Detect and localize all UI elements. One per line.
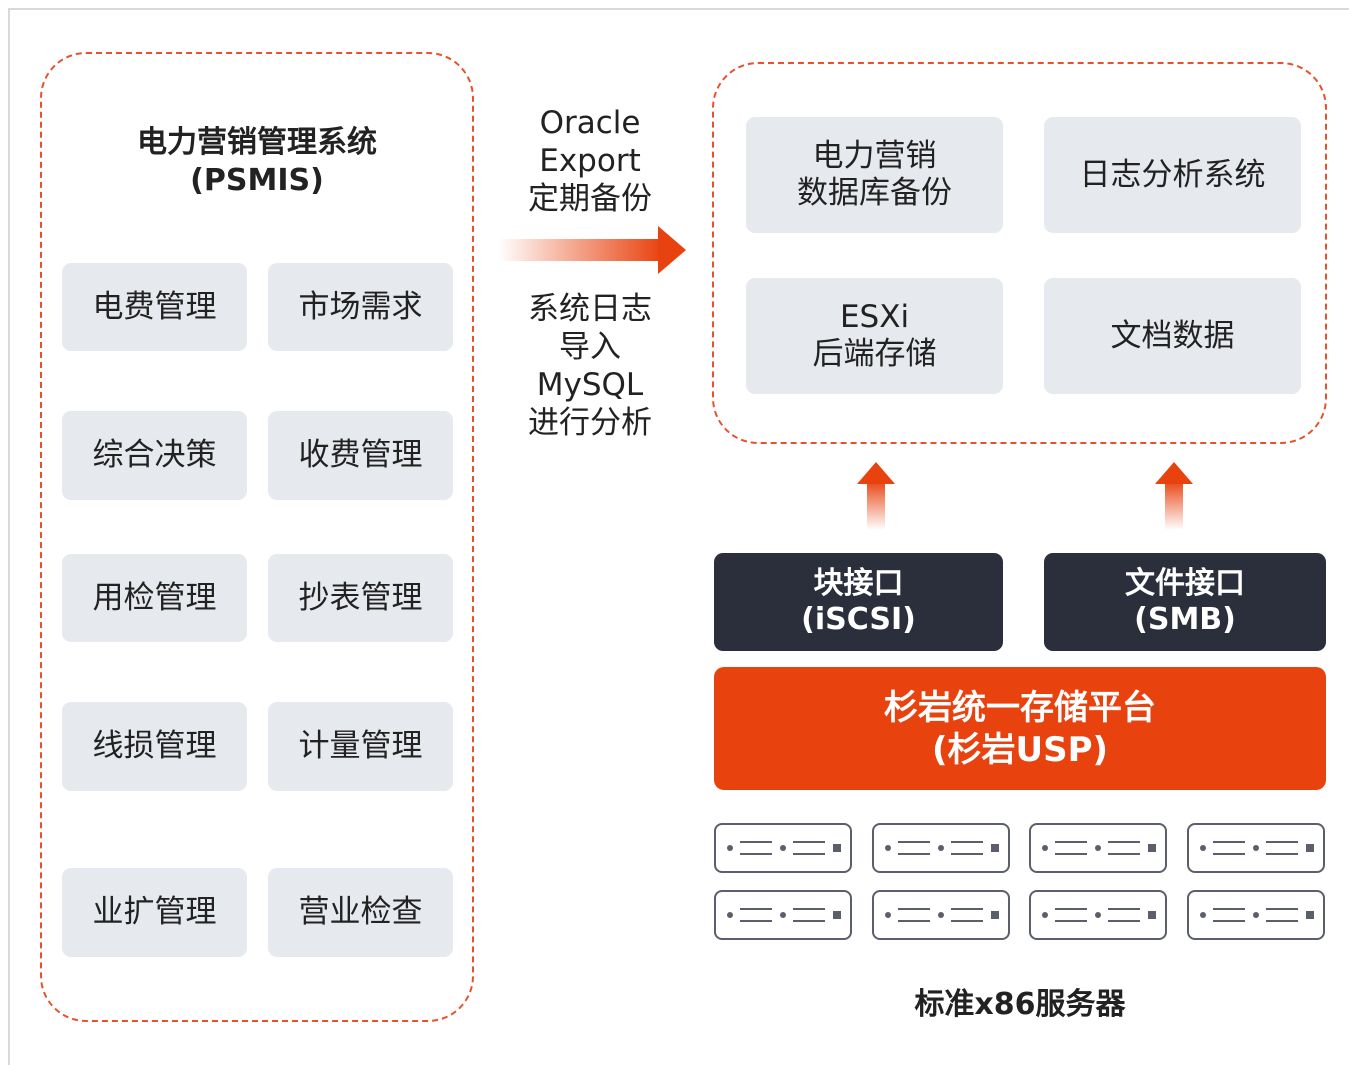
canvas-frame-top (8, 8, 1349, 10)
file-interface: 文件接口 (SMB) (1044, 553, 1326, 651)
module-label: 计量管理 (298, 728, 423, 764)
arrow-up-icon (1155, 462, 1193, 530)
block-interface-label: 块接口 (813, 566, 904, 601)
module-label: 抄表管理 (298, 579, 423, 616)
module-tile: 线损管理 (62, 702, 247, 791)
psmis-title: 电力营销管理系统 (PSMIS) (40, 124, 474, 200)
module-tile: 营业检查 (268, 868, 453, 957)
arrow-right-icon (498, 226, 686, 274)
log-line: 进行分析 (528, 405, 652, 441)
use-tile-line: 数据库备份 (797, 175, 952, 211)
module-tile: 收费管理 (268, 411, 453, 500)
use-tile-db-backup: 电力营销 数据库备份 (746, 117, 1003, 233)
module-tile: 市场需求 (268, 263, 453, 351)
module-tile: 电费管理 (62, 263, 247, 351)
server-icon (714, 823, 852, 873)
module-label: 营业检查 (298, 894, 423, 930)
servers-label: 标准x86服务器 (914, 987, 1126, 1022)
psmis-title-abbr: (PSMIS) (190, 163, 324, 198)
module-label: 收费管理 (298, 437, 423, 473)
backup-line: Export (539, 143, 641, 179)
block-interface-protocol: (iSCSI) (801, 602, 916, 637)
log-flow-label: 系统日志 导入 MySQL 进行分析 (500, 290, 680, 442)
use-tile-line: 后端存储 (812, 336, 937, 372)
use-tile-esxi: ESXi 后端存储 (746, 278, 1003, 394)
storage-uses-group (712, 62, 1327, 444)
module-label: 综合决策 (92, 437, 217, 473)
module-tile: 综合决策 (62, 411, 247, 500)
arrow-up-icon (857, 462, 895, 530)
server-icon (1029, 823, 1167, 873)
backup-line: 定期备份 (528, 181, 652, 217)
module-tile: 业扩管理 (62, 868, 247, 957)
psmis-title-name: 电力营销管理系统 (137, 125, 377, 160)
block-interface: 块接口 (iSCSI) (714, 553, 1003, 651)
use-tile-line: ESXi (839, 299, 910, 335)
module-tile: 抄表管理 (268, 554, 453, 642)
log-line: MySQL (536, 367, 644, 403)
use-tile-log-analysis: 日志分析系统 (1044, 117, 1301, 233)
storage-platform: 杉岩统一存储平台 (杉岩USP) (714, 667, 1326, 790)
use-tile-line: 日志分析系统 (1079, 156, 1266, 193)
canvas-frame-left (8, 8, 10, 1065)
file-interface-label: 文件接口 (1125, 566, 1245, 601)
module-label: 电费管理 (92, 288, 217, 325)
server-icon (1187, 823, 1325, 873)
log-line: 系统日志 (528, 291, 652, 327)
platform-name: 杉岩统一存储平台 (884, 687, 1156, 728)
module-label: 业扩管理 (92, 894, 217, 930)
backup-flow-label: Oracle Export 定期备份 (500, 104, 680, 218)
platform-short-name: (杉岩USP) (931, 729, 1109, 770)
server-icon (872, 890, 1010, 940)
module-tile: 计量管理 (268, 702, 453, 791)
module-label: 市场需求 (298, 288, 423, 325)
use-tile-line: 电力营销 (812, 138, 937, 174)
module-tile: 用检管理 (62, 554, 247, 642)
use-tile-documents: 文档数据 (1044, 278, 1301, 394)
use-tile-line: 文档数据 (1110, 317, 1235, 354)
module-label: 线损管理 (92, 728, 217, 764)
file-interface-protocol: (SMB) (1134, 602, 1236, 637)
psmis-group (40, 52, 474, 1022)
server-icon (1187, 890, 1325, 940)
backup-line: Oracle (539, 105, 641, 141)
module-label: 用检管理 (92, 579, 217, 616)
log-line: 导入 (559, 329, 621, 365)
server-icon (1029, 890, 1167, 940)
server-icon (872, 823, 1010, 873)
server-icon (714, 890, 852, 940)
